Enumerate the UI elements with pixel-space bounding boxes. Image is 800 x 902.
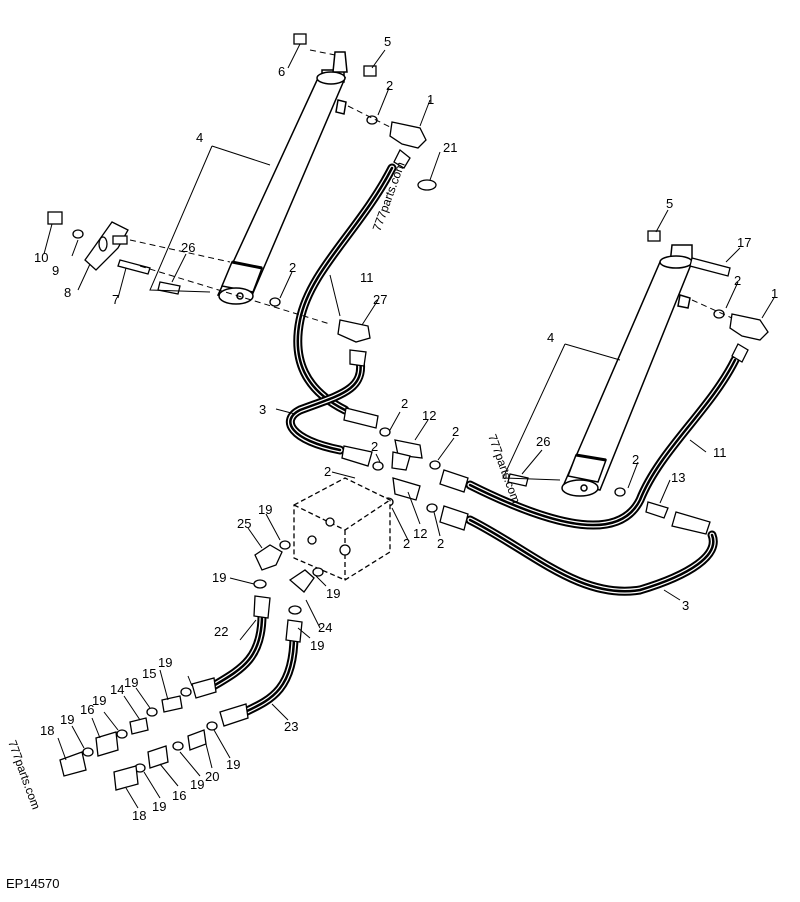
callout-15: 15 (142, 666, 156, 681)
callout-6: 6 (278, 64, 285, 79)
callout-12: 12 (413, 526, 427, 541)
callout-11: 11 (360, 270, 374, 285)
callout-14: 14 (110, 682, 124, 697)
callout-19: 19 (92, 693, 106, 708)
right-cylinder (561, 244, 694, 497)
callout-2: 2 (452, 424, 459, 439)
callout-4: 4 (547, 330, 554, 345)
watermark-3: 777parts.com (5, 738, 43, 811)
callout-10: 10 (34, 250, 48, 265)
callout-27: 27 (373, 292, 387, 307)
callout-26: 26 (181, 240, 195, 255)
hoses (205, 163, 740, 717)
callout-19: 19 (152, 799, 166, 814)
callout-17: 17 (737, 235, 751, 250)
callout-4: 4 (196, 130, 203, 145)
callout-2: 2 (632, 452, 639, 467)
callout-1: 1 (771, 286, 778, 301)
callout-19: 19 (190, 777, 204, 792)
callout-9: 9 (52, 263, 59, 278)
callout-18: 18 (40, 723, 54, 738)
callout-12: 12 (422, 408, 436, 423)
callout-16: 16 (172, 788, 186, 803)
callout-23: 23 (284, 719, 298, 734)
callout-22: 22 (214, 624, 228, 639)
callout-19: 19 (326, 586, 340, 601)
callout-19: 19 (226, 757, 240, 772)
callout-2: 2 (289, 260, 296, 275)
callout-18: 18 (132, 808, 146, 823)
callout-1: 1 (427, 92, 434, 107)
callout-8: 8 (64, 285, 71, 300)
callout-19: 19 (258, 502, 272, 517)
callout-25: 25 (237, 516, 251, 531)
callout-3: 3 (259, 402, 266, 417)
callout-21: 21 (443, 140, 457, 155)
callout-2: 2 (734, 273, 741, 288)
callout-5: 5 (666, 196, 673, 211)
callout-19: 19 (124, 675, 138, 690)
callout-2: 2 (437, 536, 444, 551)
callouts: 6 5 2 1 4 21 10 9 8 7 26 2 11 27 5 17 2 … (34, 34, 778, 823)
callout-2: 2 (386, 78, 393, 93)
callout-5: 5 (384, 34, 391, 49)
callout-19: 19 (60, 712, 74, 727)
callout-16: 16 (80, 702, 94, 717)
callout-24: 24 (318, 620, 332, 635)
assembly-lines (129, 49, 733, 325)
leader-lines (43, 43, 775, 809)
callout-13: 13 (671, 470, 685, 485)
callout-11: 11 (713, 445, 727, 460)
callout-19: 19 (310, 638, 324, 653)
callout-3: 3 (682, 598, 689, 613)
callout-19: 19 (158, 655, 172, 670)
fittings (47, 33, 769, 791)
callout-2: 2 (324, 464, 331, 479)
callout-2: 2 (403, 536, 410, 551)
callout-2: 2 (401, 396, 408, 411)
callout-2: 2 (371, 439, 378, 454)
callout-20: 20 (205, 769, 219, 784)
callout-7: 7 (112, 292, 119, 307)
callout-26: 26 (536, 434, 550, 449)
left-cylinder (216, 51, 348, 305)
callout-19: 19 (212, 570, 226, 585)
figure-caption: EP14570 (6, 876, 60, 891)
